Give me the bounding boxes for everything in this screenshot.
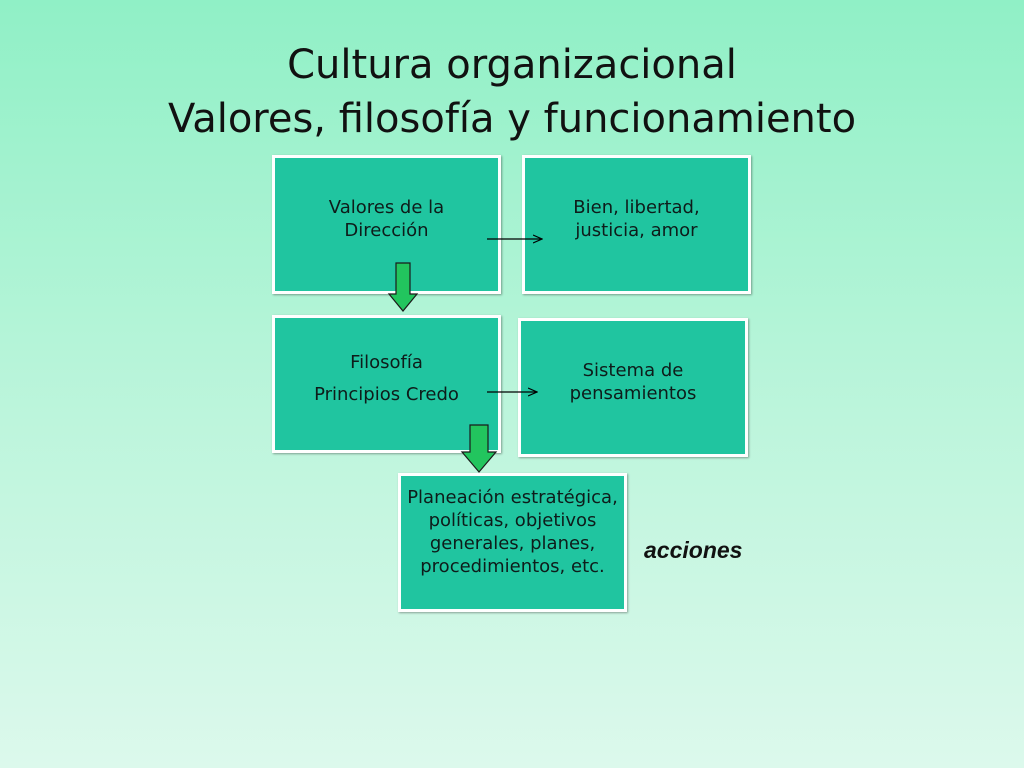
block-arrow-down-1	[387, 262, 419, 312]
box-filosofia: Filosofía Principios Credo	[272, 315, 501, 453]
box-valores-label: Valores de la Dirección	[328, 196, 445, 241]
box-bien-label: Bien, libertad, justicia, amor	[573, 196, 700, 241]
box-sistema-label: Sistema de pensamientos	[569, 359, 697, 404]
box-planeacion-label: Planeación estratégica, políticas, objet…	[407, 487, 618, 577]
box-filosofia-line-1: Filosofía	[350, 351, 423, 373]
block-arrow-down-2	[460, 424, 498, 473]
box-valores-direccion: Valores de la Dirección	[272, 155, 501, 294]
box-planeacion: Planeación estratégica, políticas, objet…	[398, 473, 627, 612]
box-filosofia-line-2: Principios Credo	[314, 383, 459, 405]
box-bien-libertad: Bien, libertad, justicia, amor	[522, 155, 751, 294]
title-line-1: Cultura organizacional	[287, 42, 737, 88]
acciones-label: acciones	[644, 537, 743, 563]
box-sistema-pensamientos: Sistema de pensamientos	[518, 318, 748, 457]
slide-title: Cultura organizacional Valores, filosofí…	[0, 38, 1024, 146]
title-line-2: Valores, filosofía y funcionamiento	[167, 96, 857, 142]
